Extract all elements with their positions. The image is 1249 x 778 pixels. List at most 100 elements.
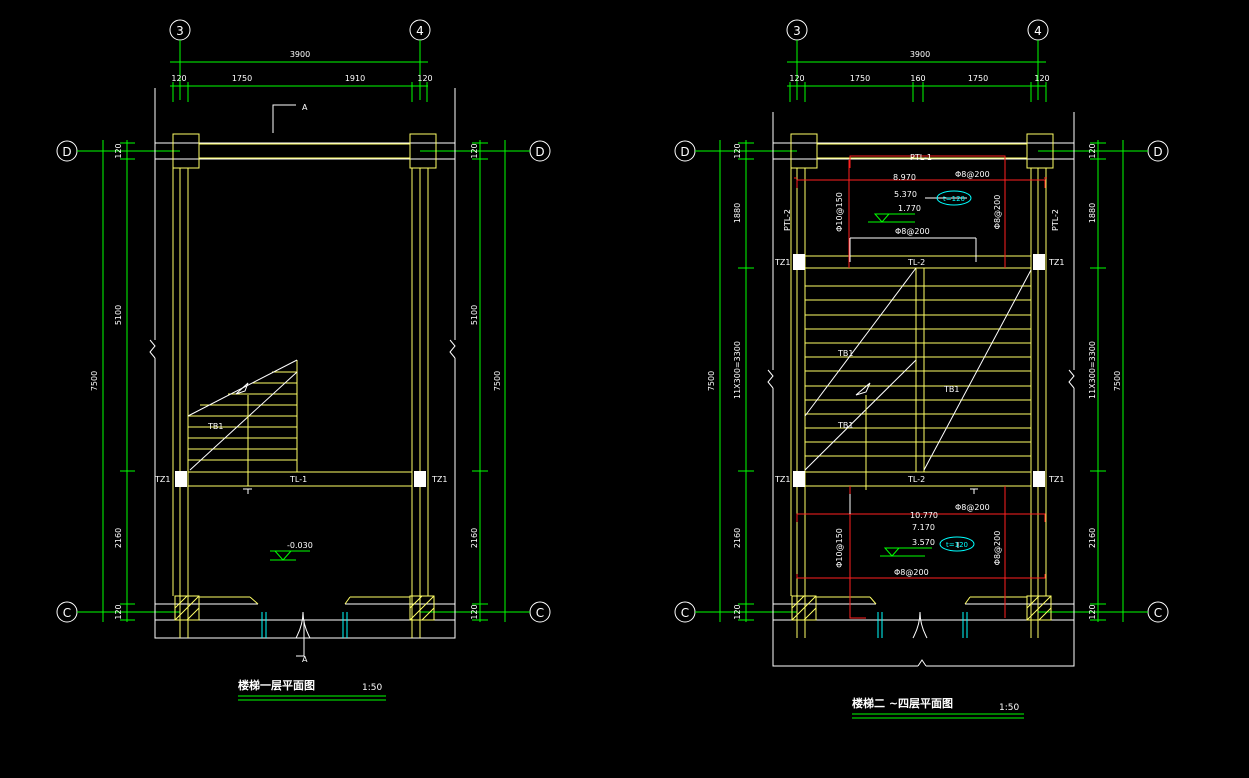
upper-rebar-d: Φ8@200 <box>993 195 1002 230</box>
svg-text:120: 120 <box>733 604 742 619</box>
elevation-mark: -0.030 <box>270 541 313 561</box>
section-arrow <box>243 488 252 494</box>
column-label-right: TZ1 <box>431 475 447 484</box>
svg-text:D: D <box>62 145 71 159</box>
svg-text:3900: 3900 <box>290 50 310 59</box>
svg-text:120: 120 <box>417 74 432 83</box>
svg-text:5100: 5100 <box>470 305 479 325</box>
wall-outline-right <box>767 112 1075 667</box>
svg-text:120: 120 <box>733 143 742 158</box>
door-opening-right <box>877 611 968 639</box>
section-mark-top: A <box>272 103 308 133</box>
svg-text:D: D <box>680 145 689 159</box>
svg-text:3: 3 <box>793 24 801 38</box>
svg-text:1880: 1880 <box>733 203 742 223</box>
side-dimensions-left: 120 5100 2160 120 7500 <box>90 140 135 622</box>
svg-text:11X300=3300: 11X300=3300 <box>1088 341 1097 399</box>
svg-text:A: A <box>302 655 308 664</box>
svg-text:楼梯二 ~四层平面图: 楼梯二 ~四层平面图 <box>852 696 953 710</box>
upper-elev-1: 8.970 <box>893 173 916 182</box>
svg-text:2160: 2160 <box>114 528 123 548</box>
svg-text:1750: 1750 <box>850 74 870 83</box>
beam-label: TL-1 <box>289 475 307 484</box>
svg-text:A: A <box>302 103 308 112</box>
section-mark-bottom: A <box>296 620 308 664</box>
svg-text:120: 120 <box>470 604 479 619</box>
svg-text:1750: 1750 <box>968 74 988 83</box>
svg-text:C: C <box>1154 606 1162 620</box>
svg-text:C: C <box>63 606 71 620</box>
flight-label-2: TB1 <box>943 385 959 394</box>
plan-title-right: 楼梯二 ~四层平面图 1:50 <box>852 696 1024 719</box>
svg-text:2160: 2160 <box>470 528 479 548</box>
svg-text:4: 4 <box>1034 24 1042 38</box>
stair-structure <box>172 133 437 638</box>
svg-text:120: 120 <box>470 143 479 158</box>
svg-text:t=120: t=120 <box>943 195 965 203</box>
column-label-rt-l1: TZ1 <box>774 258 790 267</box>
column-label-rt-r2: TZ1 <box>1048 475 1064 484</box>
flight-label-3: TB1 <box>837 421 853 430</box>
svg-text:120: 120 <box>171 74 186 83</box>
upper-thickness-tag: t=120 <box>936 190 972 206</box>
beam-ptl2-left: PTL-2 <box>783 209 792 231</box>
upper-elev-symbol <box>868 213 915 223</box>
lower-elev-2: 7.170 <box>912 523 935 532</box>
svg-text:7500: 7500 <box>1113 371 1122 391</box>
column-label-rt-l2: TZ1 <box>774 475 790 484</box>
upper-landing-rebar <box>794 155 1047 268</box>
svg-text:120: 120 <box>1088 143 1097 158</box>
svg-text:120: 120 <box>114 143 123 158</box>
upper-rebar-a: Φ8@200 <box>955 170 990 179</box>
svg-text:1:50: 1:50 <box>999 703 1019 713</box>
svg-text:楼梯一层平面图: 楼梯一层平面图 <box>238 678 315 692</box>
beam-ptl2-right: PTL-2 <box>1051 209 1060 231</box>
svg-text:120: 120 <box>114 604 123 619</box>
svg-text:7500: 7500 <box>493 371 502 391</box>
top-dimensions: 3900 120 1750 1910 120 <box>170 50 433 102</box>
svg-text:5100: 5100 <box>114 305 123 325</box>
lower-rebar-c: Φ8@200 <box>894 568 929 577</box>
plan-title-left: 楼梯一层平面图 1:50 <box>238 678 386 701</box>
svg-text:7500: 7500 <box>707 371 716 391</box>
svg-text:1:50: 1:50 <box>362 683 382 693</box>
svg-text:C: C <box>536 606 544 620</box>
column-label-rt-r1: TZ1 <box>1048 258 1064 267</box>
lower-elev-1: 10.770 <box>910 511 938 520</box>
svg-text:160: 160 <box>910 74 925 83</box>
lower-rebar-b: Φ10@150 <box>835 528 844 568</box>
stair-structure-right <box>790 133 1054 638</box>
lower-landing-rebar <box>796 486 1046 619</box>
plan-left: 3 4 3900 120 1750 1910 120 A <box>56 19 551 701</box>
beam-tl2-lower: TL-2 <box>907 475 925 484</box>
plan-right: 3 4 3900 120 1750 160 1750 120 D <box>674 19 1169 719</box>
svg-text:2160: 2160 <box>1088 528 1097 548</box>
svg-text:4: 4 <box>416 24 424 38</box>
upper-elev-3: 1.770 <box>898 204 921 213</box>
column-label-left: TZ1 <box>154 475 170 484</box>
lower-elev-symbol <box>880 547 932 557</box>
beam-tl2-upper: TL-2 <box>907 258 925 267</box>
svg-text:C: C <box>681 606 689 620</box>
upper-elev-2: 5.370 <box>894 190 917 199</box>
svg-text:t=120: t=120 <box>946 541 968 549</box>
svg-text:7500: 7500 <box>90 371 99 391</box>
svg-text:11X300=3300: 11X300=3300 <box>733 341 742 399</box>
svg-text:120: 120 <box>1088 604 1097 619</box>
svg-text:1910: 1910 <box>345 74 365 83</box>
top-dimensions-right: 3900 120 1750 160 1750 120 <box>787 50 1050 102</box>
side-dimensions-right-2: 120 1880 11X300=3300 2160 120 7500 <box>1088 140 1124 622</box>
svg-text:120: 120 <box>1034 74 1049 83</box>
section-arrow-right <box>970 488 978 494</box>
svg-text:3900: 3900 <box>910 50 930 59</box>
svg-text:120: 120 <box>789 74 804 83</box>
svg-text:1750: 1750 <box>232 74 252 83</box>
side-dimensions-left-2: 120 1880 11X300=3300 2160 120 7500 <box>707 140 754 622</box>
lower-elev-3: 3.570 <box>912 538 935 547</box>
svg-text:3: 3 <box>176 24 184 38</box>
lower-rebar-d: Φ8@200 <box>993 531 1002 566</box>
lower-thickness-tag: t=120 <box>939 536 975 552</box>
svg-text:2160: 2160 <box>733 528 742 548</box>
lower-rebar-a: Φ8@200 <box>955 503 990 512</box>
